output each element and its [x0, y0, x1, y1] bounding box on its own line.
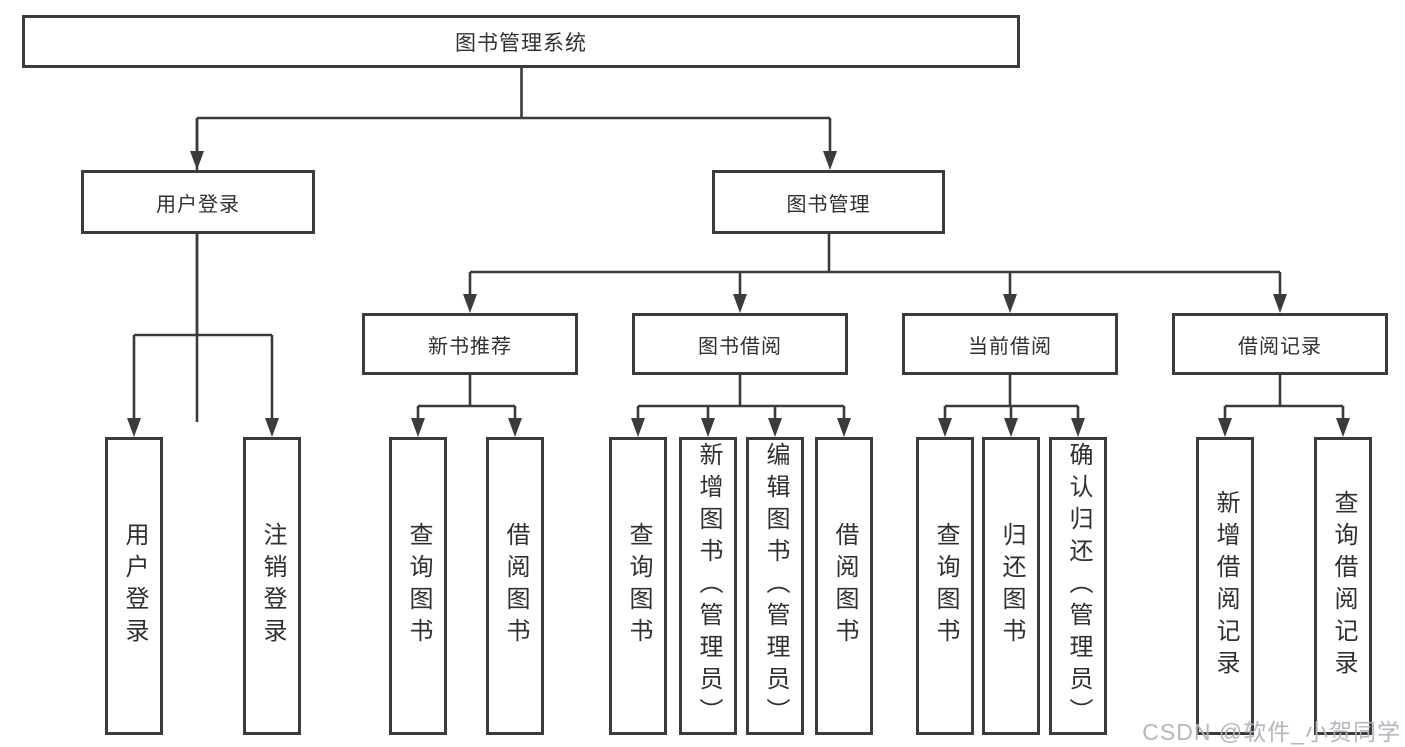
node-new-book-recommend: 新书推荐 [362, 313, 578, 375]
leaf-query-book-recommend: 查询图书 [389, 437, 447, 735]
leaf-borrow-book-recommend: 借阅图书 [486, 437, 544, 735]
leaf-add-book-admin: 新增图书（管理员） [679, 437, 737, 735]
leaf-edit-book-admin: 编辑图书（管理员） [746, 437, 804, 735]
leaf-query-borrow-record: 查询借阅记录 [1314, 437, 1372, 735]
leaf-logout: 注销登录 [243, 437, 301, 735]
leaf-query-book-current: 查询图书 [916, 437, 974, 735]
node-user-login: 用户登录 [81, 170, 315, 234]
leaf-return-book: 归还图书 [982, 437, 1040, 735]
leaf-confirm-return-admin: 确认归还（管理员） [1049, 437, 1107, 735]
leaf-user-login: 用户登录 [105, 437, 163, 735]
leaf-query-book-borrow: 查询图书 [609, 437, 667, 735]
node-book-management: 图书管理 [712, 170, 945, 234]
node-library-management-system: 图书管理系统 [22, 15, 1020, 68]
leaf-borrow-book: 借阅图书 [815, 437, 873, 735]
node-borrow-records: 借阅记录 [1172, 313, 1388, 375]
node-book-borrow: 图书借阅 [632, 313, 848, 375]
leaf-add-borrow-record: 新增借阅记录 [1196, 437, 1254, 735]
node-current-borrow: 当前借阅 [902, 313, 1118, 375]
watermark: CSDN @软件_小贺同学 [1142, 719, 1401, 745]
